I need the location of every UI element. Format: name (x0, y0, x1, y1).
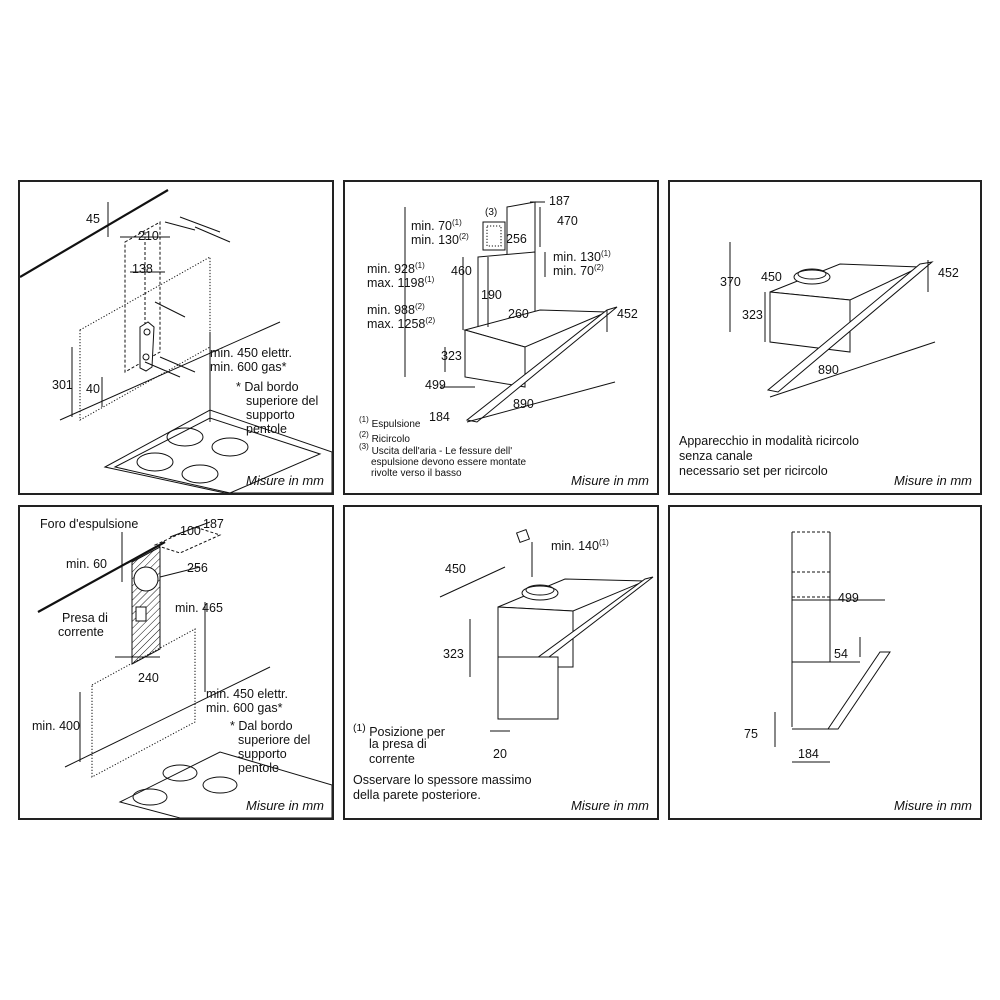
text-set-ricircolo: necessario set per ricircolo (679, 464, 828, 478)
side-view-drawing (774, 531, 891, 763)
dim-452: 452 (617, 307, 638, 321)
panel-wall-mount: 45 210 138 301 40 min. 450 elettr. min. … (18, 180, 334, 495)
dim-256: 256 (506, 232, 527, 246)
note-min-450: min. 450 elettr. (206, 687, 288, 701)
note-dal-bordo: * Dal bordo (236, 380, 299, 394)
dim-452: 452 (938, 266, 959, 280)
text-apparecchio: Apparecchio in modalità ricircolo (679, 434, 859, 448)
dim-210: 210 (138, 229, 159, 243)
socket-drawing (439, 528, 654, 732)
dim-301: 301 (52, 378, 73, 392)
text-corrente: corrente (369, 752, 415, 766)
max-1258: max. 1258(2) (367, 316, 436, 332)
dim-138: 138 (132, 262, 153, 276)
min-130-left: min. 130(2) (411, 232, 469, 248)
wall-mount-drawing (20, 189, 332, 493)
dim-20: 20 (493, 747, 507, 761)
note-min-600: min. 600 gas* (206, 701, 283, 715)
text-posizione: (1) Posizione per (353, 723, 445, 740)
dim-190: 190 (481, 288, 502, 302)
text-parete: della parete posteriore. (353, 788, 481, 802)
dim-499: 499 (838, 591, 859, 605)
min-400: min. 400 (32, 719, 80, 733)
max-1198: max. 1198(1) (367, 275, 435, 291)
panel-recirculation: 370 450 452 323 890 Apparecchio in modal… (668, 180, 982, 495)
min-70-left: min. 70(1) (411, 218, 462, 234)
recirculation-drawing (729, 242, 936, 398)
note-min-450: min. 450 elettr. (210, 346, 292, 360)
dim-323: 323 (742, 308, 763, 322)
note-pentole: pentole (246, 422, 288, 436)
footer-units: Misure in mm (570, 798, 649, 813)
dim-890: 890 (513, 397, 534, 411)
min-928: min. 928(1) (367, 261, 425, 277)
legend-espulsione: (1) Espulsione (359, 415, 421, 431)
legend-ricircolo: (2) Ricircolo (359, 430, 410, 446)
label-presa-2: corrente (58, 625, 104, 639)
label-presa-1: Presa di (62, 611, 108, 625)
note-superiore: superiore del (238, 733, 311, 747)
legend-uscita-3: rivolte verso il basso (371, 468, 462, 479)
dim-370: 370 (720, 275, 741, 289)
note-supporto: supporto (246, 408, 295, 422)
min-988: min. 988(2) (367, 302, 425, 318)
dim-323: 323 (443, 647, 464, 661)
note-supporto: supporto (238, 747, 287, 761)
note-superiore: superiore del (246, 394, 319, 408)
min-70-right: min. 70(2) (553, 263, 604, 279)
footer-units: Misure in mm (245, 798, 324, 813)
min-465: min. 465 (175, 601, 223, 615)
min-140: min. 140(1) (551, 538, 609, 554)
footer-units: Misure in mm (570, 473, 649, 488)
note-dal-bordo: * Dal bordo (230, 719, 293, 733)
footer-units: Misure in mm (893, 798, 972, 813)
legend-uscita: (3) Uscita dell'aria - Le fessure dell' (359, 442, 513, 458)
min-60: min. 60 (66, 557, 107, 571)
dim-40: 40 (86, 382, 100, 396)
dim-75: 75 (744, 727, 758, 741)
dim-184: 184 (429, 410, 450, 424)
exhaust-drawing (404, 201, 618, 423)
dim-100: 100 (180, 524, 201, 538)
panel-exhaust-hole: Foro d'espulsione 100 187 min. 60 256 Pr… (18, 505, 334, 820)
text-osservare: Osservare lo spessore massimo (353, 773, 532, 787)
dim-460: 460 (451, 264, 472, 278)
note-pentole: pentole (238, 761, 280, 775)
note-min-600: min. 600 gas* (210, 360, 287, 374)
text-presa: la presa di (369, 737, 427, 751)
dim-323: 323 (441, 349, 462, 363)
exhaust-hole-drawing (37, 521, 332, 818)
dim-256: 256 (187, 561, 208, 575)
dim-240: 240 (138, 671, 159, 685)
footer-units: Misure in mm (893, 473, 972, 488)
label-foro: Foro d'espulsione (40, 517, 139, 531)
dim-184: 184 (798, 747, 819, 761)
footer-units: Misure in mm (245, 473, 324, 488)
dim-470: 470 (557, 214, 578, 228)
panel-side-view: 499 54 75 184 Misure in mm (668, 505, 982, 820)
dim-187: 187 (549, 194, 570, 208)
legend-uscita-2: espulsione devono essere montate (371, 457, 527, 468)
panel-socket-position: min. 140(1) 450 323 20 (1) Posizione per… (343, 505, 659, 820)
dim-260: 260 (508, 307, 529, 321)
dim-450: 450 (761, 270, 782, 284)
dim-450: 450 (445, 562, 466, 576)
dim-45: 45 (86, 212, 100, 226)
text-senza-canale: senza canale (679, 449, 753, 463)
dim-187: 187 (203, 517, 224, 531)
min-130-right: min. 130(1) (553, 249, 611, 265)
panel-exhaust-dimensions: 187 (3) 470 256 min. 70(1) min. 130(2) m… (343, 180, 659, 495)
marker-3: (3) (485, 207, 498, 218)
dim-890: 890 (818, 363, 839, 377)
dim-54: 54 (834, 647, 848, 661)
dim-499: 499 (425, 378, 446, 392)
